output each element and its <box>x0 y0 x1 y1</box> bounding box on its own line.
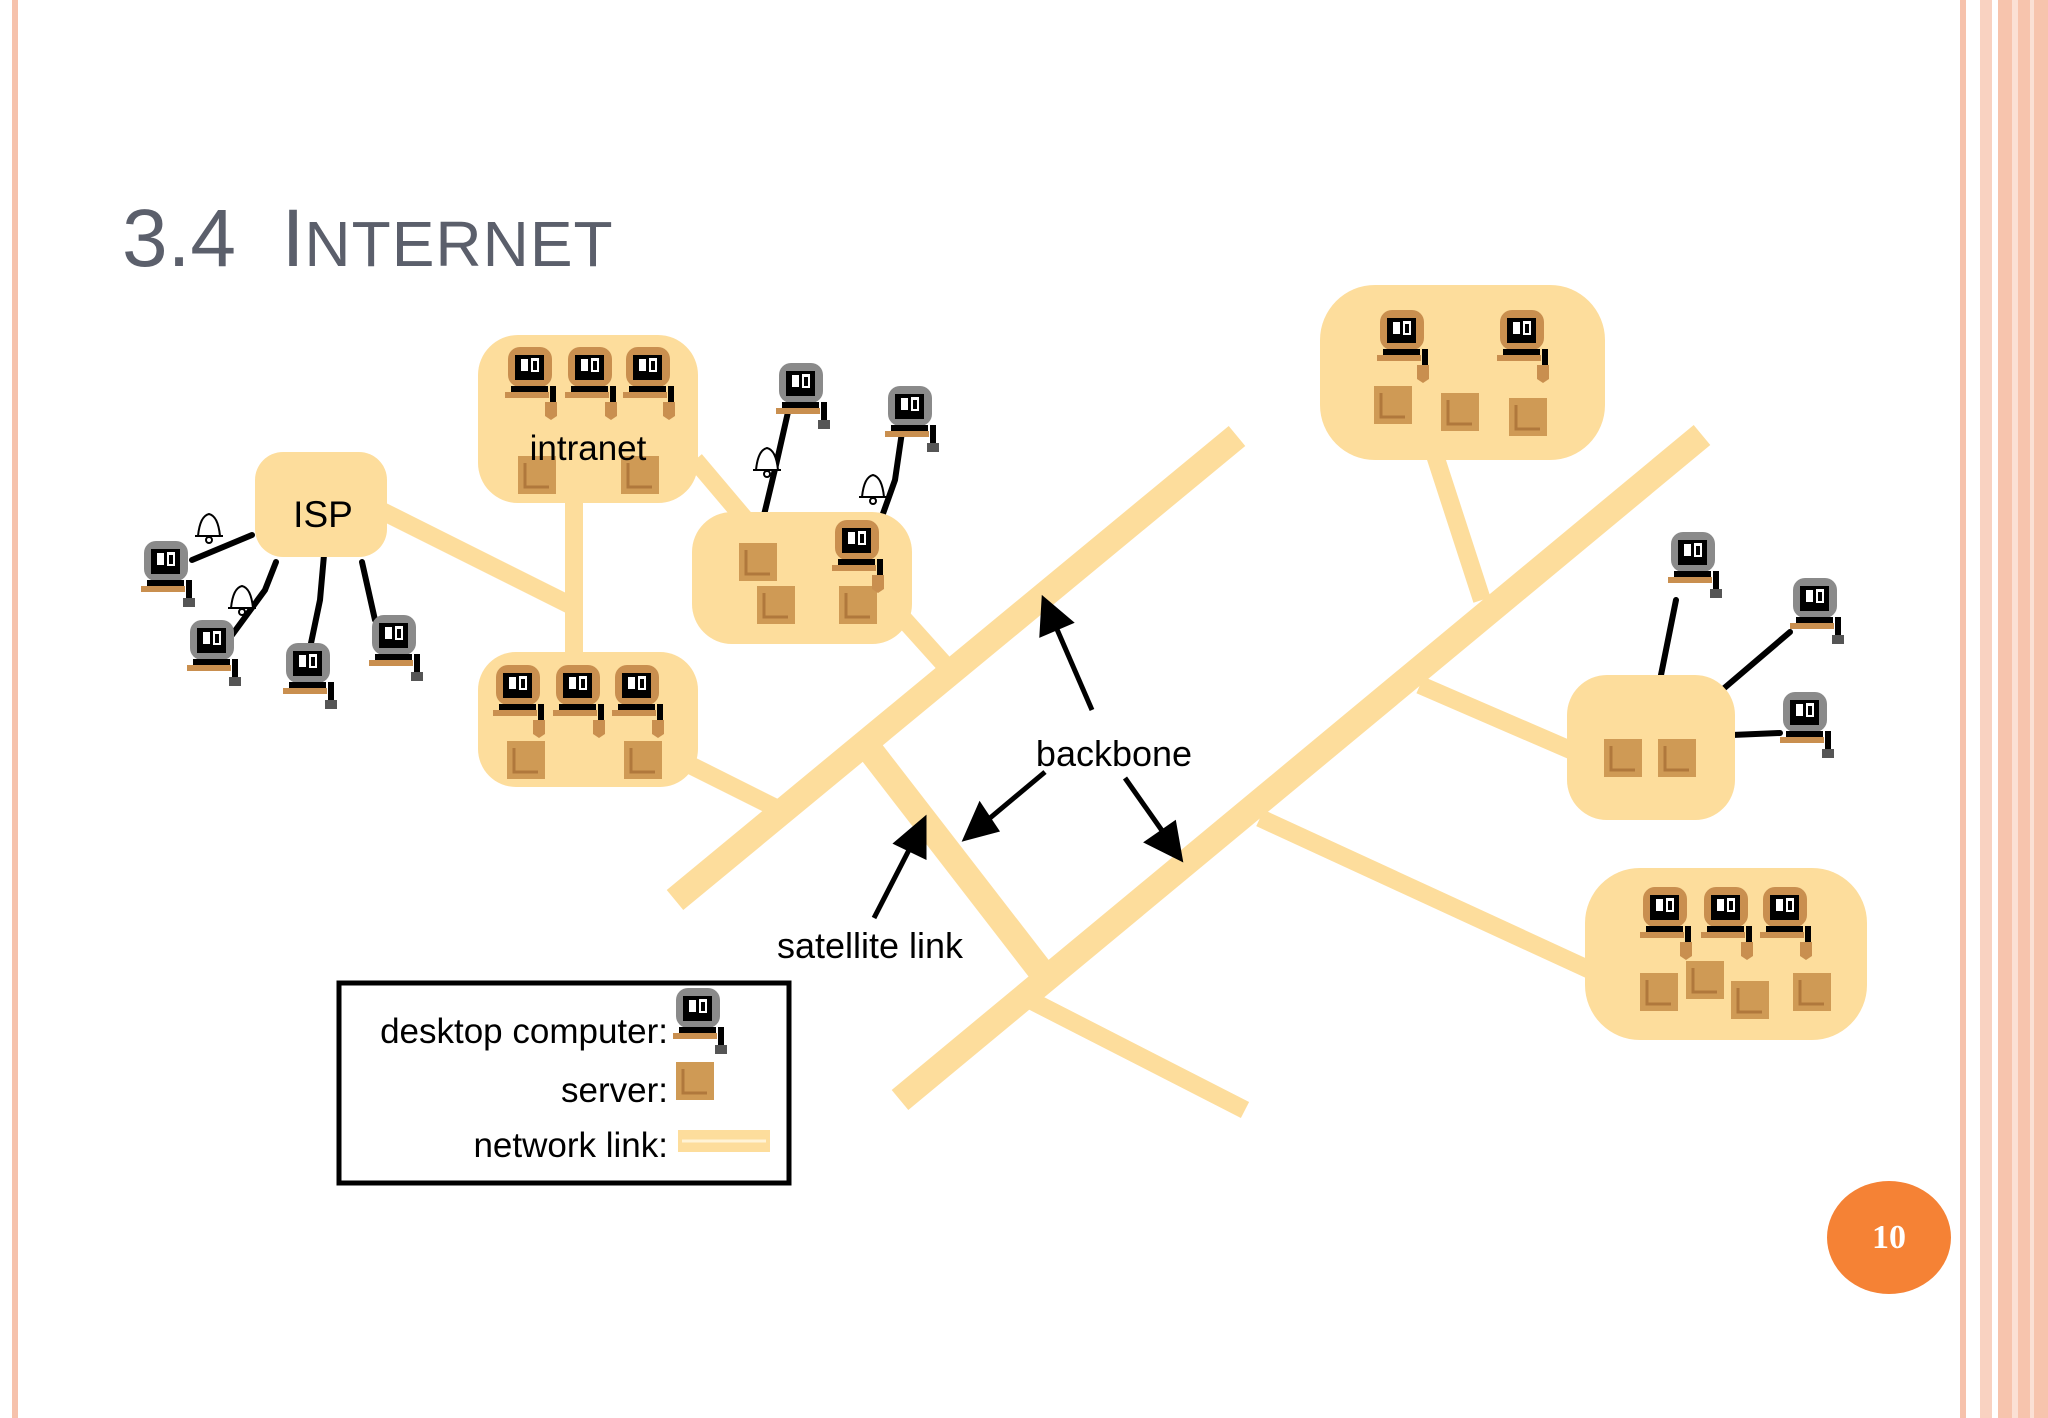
right-border-stripe-5 <box>2030 0 2034 1418</box>
backbone-label: backbone <box>1036 733 1192 774</box>
right-border-stripe-3 <box>1998 0 2048 1418</box>
left-border-stripe <box>12 0 18 1418</box>
legend-server-label: server: <box>561 1071 668 1110</box>
cable-lan-pc2 <box>877 429 905 525</box>
isp-label: ISP <box>293 494 353 535</box>
satellite-link-line <box>859 742 1051 978</box>
modem-bell-icon <box>858 474 888 505</box>
desktop-computer-icon <box>885 386 939 452</box>
desktop-computer-icon <box>369 615 423 681</box>
intranet-cloud: intranet <box>478 335 698 503</box>
legend-desktop-label: desktop computer: <box>380 1012 668 1051</box>
backbone-link-left <box>666 425 1246 911</box>
cable-right-pc1 <box>1657 597 1679 683</box>
server-icon <box>674 1060 716 1102</box>
title-initial: I <box>281 193 305 284</box>
title-rest: NTERNET <box>304 208 614 280</box>
top-right-cluster <box>1320 285 1605 460</box>
network-links <box>375 424 1711 1119</box>
right-border-stripe-2 <box>1980 0 1992 1418</box>
intranet-label: intranet <box>530 429 647 468</box>
arrow-icon <box>988 770 1047 820</box>
lower-left-cluster <box>478 652 698 787</box>
link-lan-bottom-to-backbone <box>685 756 785 819</box>
legend: desktop computer: server: network link: <box>336 980 792 1186</box>
cable-right-pc3 <box>1729 730 1783 738</box>
arrow-icon <box>1053 626 1095 711</box>
middle-lan-cluster <box>692 512 912 644</box>
link-top-right-cluster <box>1421 437 1491 603</box>
modem-bell-icon <box>194 513 224 544</box>
cable-isp-pc2 <box>229 559 279 638</box>
cable-right-pc2 <box>1719 629 1793 693</box>
desktop-computer-icon <box>1780 692 1834 758</box>
bottom-right-cluster <box>1585 868 1867 1040</box>
arrow-icon <box>1122 776 1166 834</box>
cable-isp-pc3 <box>307 552 327 651</box>
link-lan-to-backbone <box>893 608 952 672</box>
desktop-computer-icon <box>283 643 337 709</box>
link-bottom-diagonal <box>1025 991 1250 1119</box>
link-isp-to-intranet <box>375 501 575 614</box>
isp-cloud: ISP <box>255 452 387 557</box>
desktop-computer-icon <box>141 541 195 607</box>
right-border-stripe-1 <box>1960 0 1966 1418</box>
desktop-computer-icon <box>187 620 241 686</box>
link-right-small-cluster <box>1416 676 1579 761</box>
satellite-link-label: satellite link <box>777 925 964 966</box>
cable-isp-pc4 <box>359 559 378 623</box>
right-small-cluster <box>1567 675 1735 820</box>
section-number: 3.4 <box>122 193 236 284</box>
desktop-computer-icon <box>1790 578 1844 644</box>
page-number-badge: 10 <box>1827 1181 1951 1294</box>
backbone-link-right <box>891 424 1711 1111</box>
annotation-arrows <box>871 594 1184 920</box>
legend-network-link-label: network link: <box>473 1126 668 1165</box>
link-bottom-right-cluster <box>1256 809 1594 979</box>
cable-isp-pc1 <box>189 532 255 563</box>
desktop-computer-icon <box>1668 532 1722 598</box>
right-border-stripe-4 <box>2012 0 2018 1418</box>
arrow-icon <box>871 846 913 920</box>
slide-title: 3.4 INTERNET <box>122 192 614 286</box>
